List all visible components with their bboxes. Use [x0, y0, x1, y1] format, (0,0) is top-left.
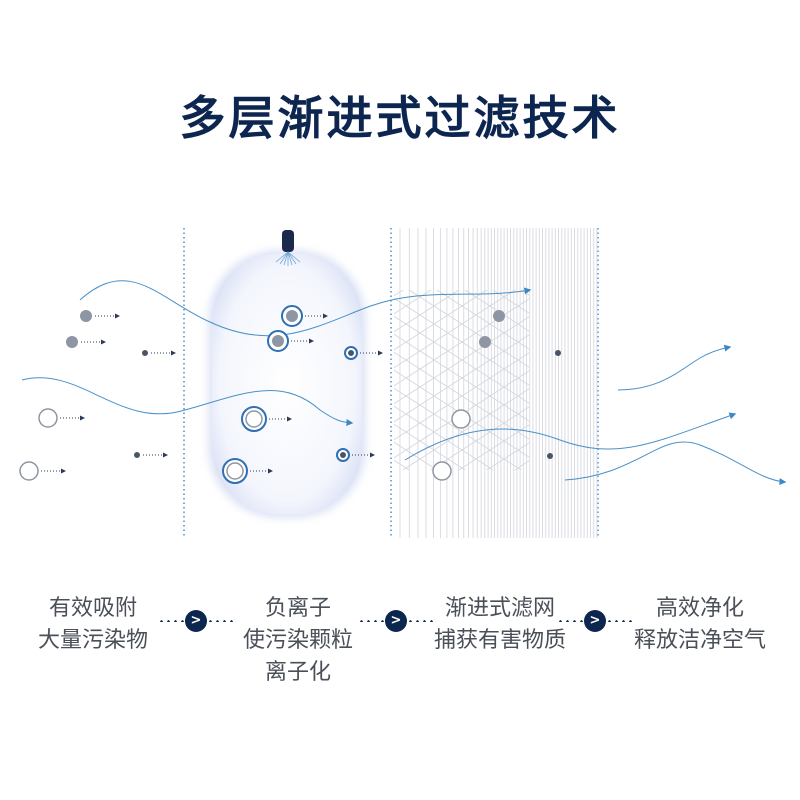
captured-particle [493, 310, 505, 322]
pollutant-particle [80, 310, 92, 322]
airflow-line [21, 377, 354, 427]
airflow-line [564, 441, 787, 486]
pollutant-particle [134, 452, 140, 458]
step-connector: > [358, 610, 436, 632]
ion-emitter-icon [275, 230, 301, 266]
step-line: 有效吸附 [48, 596, 137, 621]
captured-particle [547, 453, 553, 459]
filter-mesh [394, 228, 598, 538]
captured-particle [432, 461, 452, 481]
step-purify: 高效净化 释放洁净空气 [616, 593, 784, 657]
airflow-lines [21, 280, 787, 486]
step-ionize: 负离子 使污染颗粒 离子化 [218, 593, 378, 689]
airflow-line [79, 280, 532, 337]
captured-particle [555, 350, 561, 356]
step-adsorb: 有效吸附 大量污染物 [18, 593, 168, 657]
step-line: 负离子 [264, 596, 331, 621]
chevron-right-icon: > [185, 610, 207, 632]
diagram-title: 多层渐进式过滤技术 [179, 91, 621, 145]
pollutant-particle [38, 408, 58, 428]
captured-particle [479, 336, 491, 348]
step-connector: > [158, 610, 236, 632]
step-connector: > [557, 610, 635, 632]
step-line: 大量污染物 [37, 628, 148, 653]
step-line: 捕获有害物质 [433, 628, 566, 653]
chevron-right-icon: > [584, 610, 606, 632]
pollutant-particle [19, 461, 39, 481]
step-line: 使污染颗粒 [242, 628, 353, 653]
airflow-line [404, 412, 737, 461]
step-line: 离子化 [264, 660, 331, 685]
chevron-right-icon: > [385, 610, 407, 632]
pollutant-particle [66, 336, 78, 348]
step-line: 渐进式滤网 [444, 596, 555, 621]
step-filter: 渐进式滤网 捕获有害物质 [418, 593, 582, 657]
airflow-line [617, 344, 732, 391]
particles [19, 305, 561, 484]
captured-particle [451, 409, 471, 429]
step-line: 释放洁净空气 [633, 628, 766, 653]
step-line: 高效净化 [655, 596, 744, 621]
pollutant-particle [142, 350, 148, 356]
